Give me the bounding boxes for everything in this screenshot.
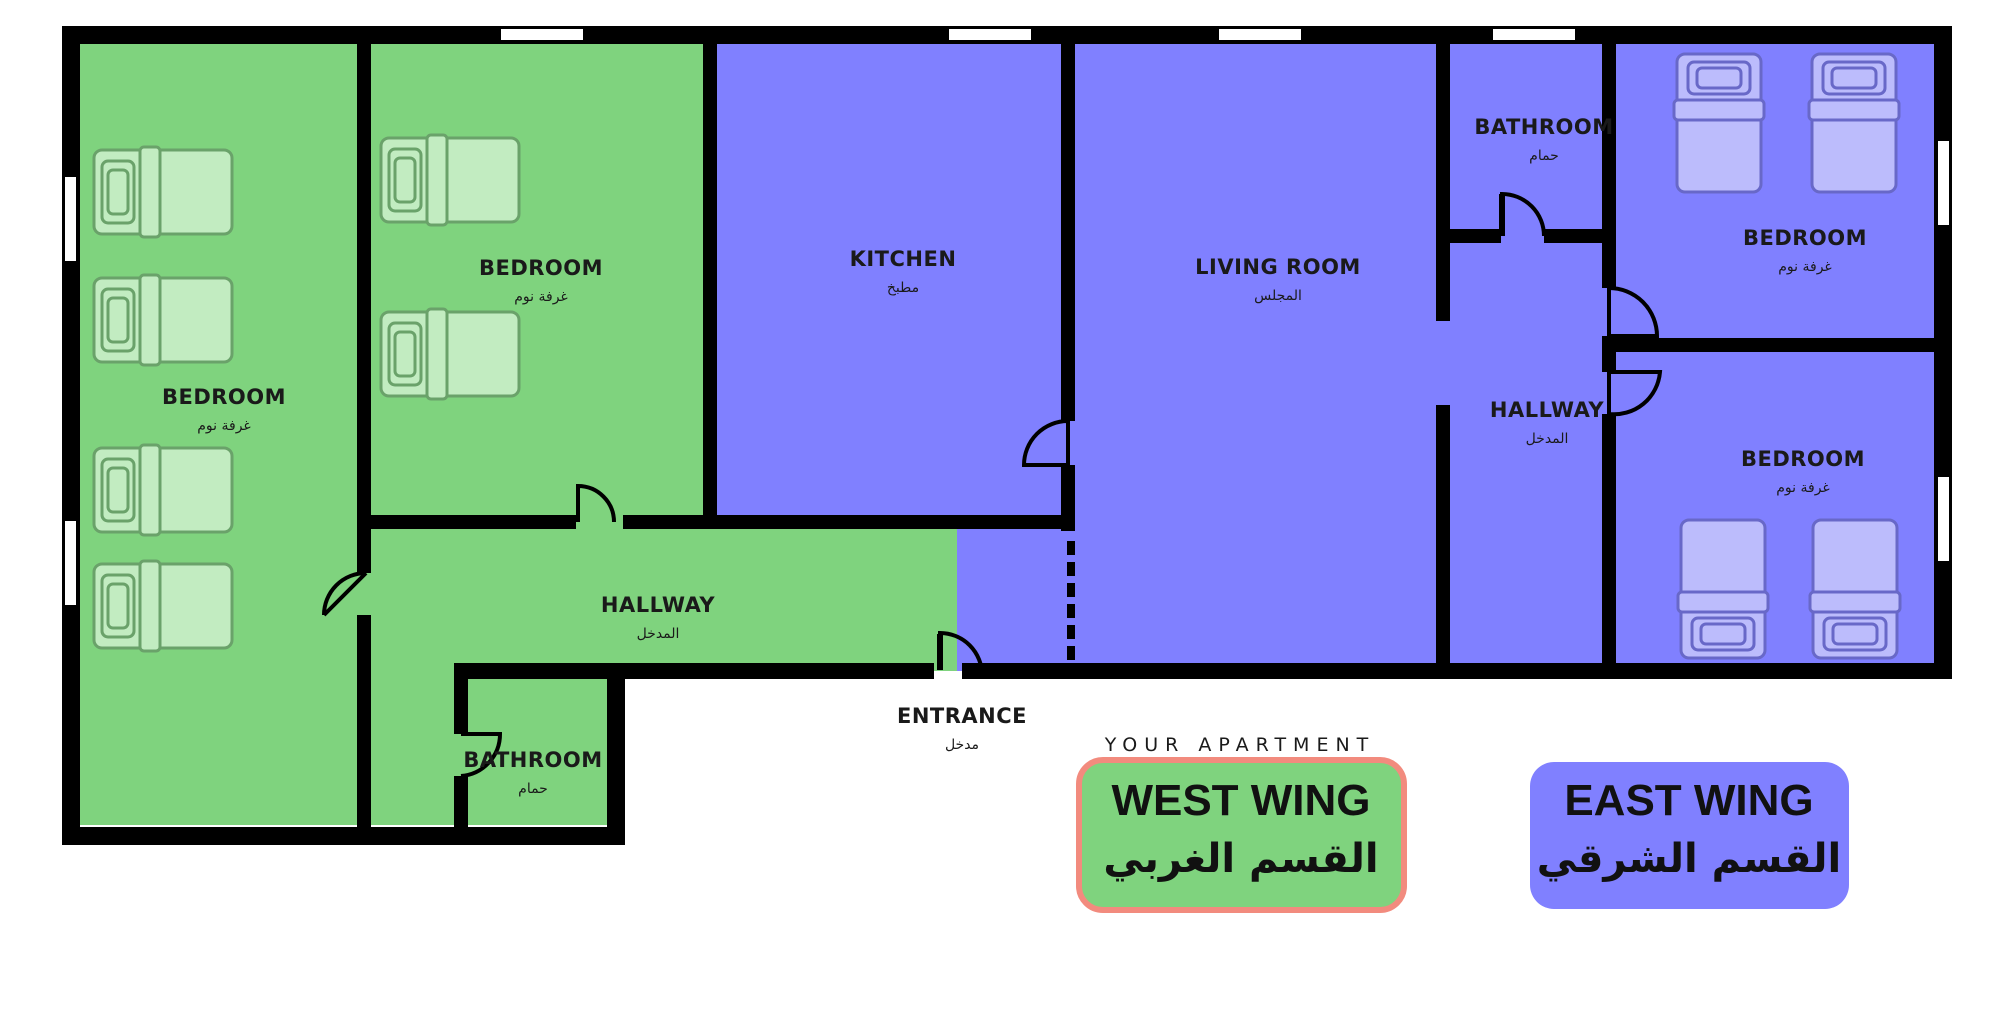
legend-tagline: YOUR APARTMENT [1104, 734, 1376, 756]
door-kitchen [1021, 419, 1070, 467]
living-room-label-ar: المجلس [1254, 288, 1302, 304]
bed [1807, 52, 1901, 194]
east-hallway-label: HALLWAY [1490, 398, 1604, 422]
legend-east-en: EAST WING [1564, 776, 1813, 825]
west-bedroom-small-label: BEDROOM [479, 256, 603, 280]
east-hallway-label-ar: المدخل [1526, 431, 1569, 447]
entrance-label-ar: مدخل [945, 737, 979, 753]
door-leaves [937, 194, 1505, 670]
bed [92, 443, 234, 537]
west-bedroom-small-area [365, 38, 710, 523]
legend-west-en: WEST WING [1111, 776, 1370, 825]
entrance-label: ENTRANCE [897, 704, 1027, 728]
door-west-bedroom-small [576, 483, 616, 523]
legend-west-swatch [1076, 757, 1407, 913]
east-hallway-area [1442, 237, 1602, 671]
living-room-label: LIVING ROOM [1195, 255, 1361, 279]
bed [379, 133, 521, 227]
legend: YOUR APARTMENT WEST WING القسم الغربي EA… [1076, 734, 1849, 913]
legend-west-wing: WEST WING القسم الغربي [1076, 757, 1407, 913]
east-bedroom-top-label-ar: غرفة نوم [1778, 259, 1832, 275]
living-room-area [1067, 38, 1442, 671]
bed [379, 307, 521, 401]
east-bedroom-top-label: BEDROOM [1743, 226, 1867, 250]
west-hallway-lower-area [365, 671, 454, 825]
west-bedroom-large-label: BEDROOM [162, 385, 286, 409]
legend-east-wing: EAST WING القسم الشرقي [1530, 762, 1849, 909]
bed [92, 559, 234, 653]
west-bathroom-area [454, 671, 615, 825]
bed [1676, 518, 1770, 660]
east-entry-area [957, 523, 1067, 671]
kitchen-label: KITCHEN [850, 247, 957, 271]
kitchen-area [710, 38, 1067, 523]
east-bedroom-bottom-label-ar: غرفة نوم [1776, 480, 1830, 496]
east-bedroom-bottom-label: BEDROOM [1741, 447, 1865, 471]
east-bathroom-area [1442, 38, 1602, 237]
windows [63, 27, 1951, 607]
east-bathroom-label: BATHROOM [1474, 115, 1613, 139]
legend-east-ar: القسم الشرقي [1537, 836, 1842, 882]
bed [1672, 52, 1766, 194]
room-labels: BEDROOM غرفة نوم BEDROOM غرفة نوم HALLWA… [162, 115, 1867, 797]
door-east-bedroom-bottom [1607, 370, 1663, 417]
door-entrance [938, 630, 984, 676]
east-bathroom-label-ar: حمام [1529, 148, 1559, 164]
west-hallway-label-ar: المدخل [637, 626, 680, 642]
legend-west-ar: القسم الغربي [1103, 836, 1378, 882]
doors [322, 191, 1663, 778]
door-east-bedroom-top [1607, 286, 1660, 338]
bed [92, 273, 234, 367]
west-bedroom-large-label-ar: غرفة نوم [197, 418, 251, 434]
door-east-bathroom [1500, 191, 1546, 237]
west-hallway-area [365, 523, 957, 671]
room-fills [72, 38, 1934, 825]
bed [92, 145, 234, 239]
door-west-bedroom-large [322, 571, 368, 617]
west-bathroom-label-ar: حمام [518, 781, 548, 797]
kitchen-label-ar: مطبخ [887, 280, 919, 296]
door-west-bathroom [460, 732, 503, 778]
west-bedroom-small-label-ar: غرفة نوم [514, 289, 568, 305]
west-bathroom-label: BATHROOM [463, 748, 602, 772]
legend-east-swatch [1530, 762, 1849, 909]
west-hallway-label: HALLWAY [601, 593, 715, 617]
bed [1808, 518, 1902, 660]
